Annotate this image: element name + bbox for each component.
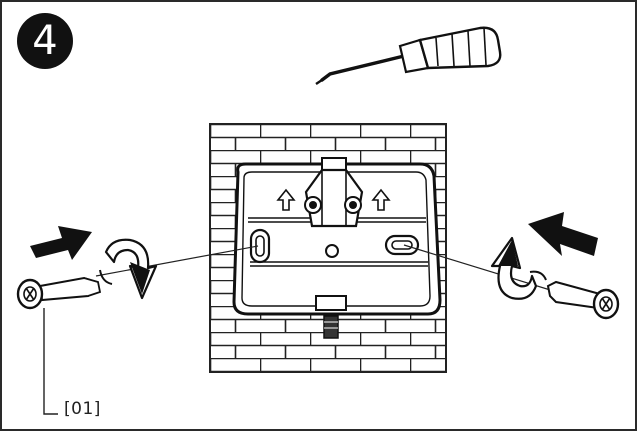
screw-icon — [546, 280, 620, 320]
bracket-screw-right — [344, 196, 362, 214]
mounting-slot-left — [249, 228, 271, 264]
callout-leader-line — [43, 308, 58, 415]
arrow-up-icon — [276, 188, 296, 211]
arrow-right-icon — [30, 226, 92, 260]
alignment-line-left — [95, 245, 259, 277]
arrow-up-icon — [371, 188, 391, 211]
mounting-slot-right — [384, 234, 420, 256]
rotate-clockwise-icon — [490, 236, 547, 300]
step-number-badge: 4 — [17, 13, 73, 69]
screwdriver-icon — [315, 26, 502, 85]
bracket-screw-left — [304, 196, 322, 214]
part-callout-label: [01] — [64, 399, 101, 419]
screw-icon — [16, 276, 102, 310]
mounting-plate — [232, 157, 442, 339]
arrow-left-icon — [528, 212, 598, 256]
rotate-clockwise-icon — [99, 238, 158, 300]
